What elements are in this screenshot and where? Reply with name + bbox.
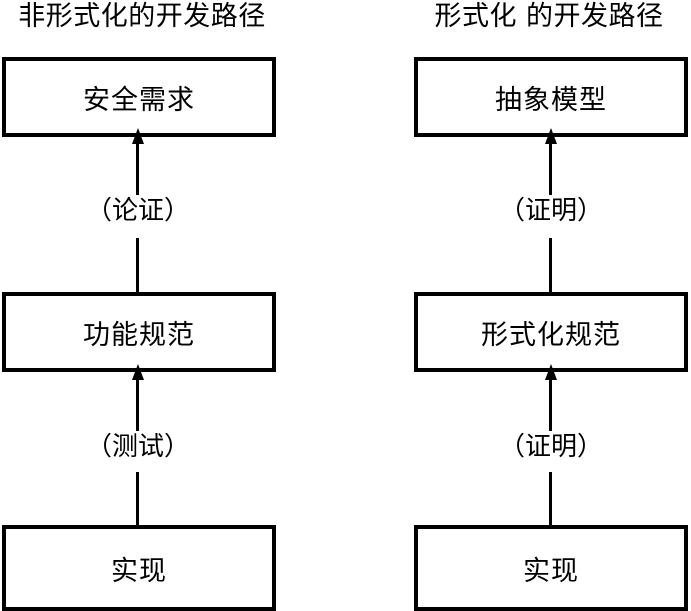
node-label: 实现 [111, 555, 167, 587]
node-label: 抽象模型 [495, 84, 607, 116]
arrow-impl-to-funcspec-upper [136, 377, 139, 431]
node-box-abstract-model[interactable]: 抽象模型 [414, 57, 688, 137]
edge-label-formalspec-to-absmodel: （证明） [498, 196, 603, 226]
node-label: 形式化规范 [481, 319, 621, 351]
arrow-impl-to-funcspec-lower [136, 472, 139, 527]
node-label: 安全需求 [83, 84, 195, 116]
node-box-implementation-informal[interactable]: 实现 [2, 525, 276, 611]
arrow-impl-to-formalspec-lower [549, 472, 552, 527]
column-title-informal: 非形式化的开发路径 [18, 1, 266, 32]
node-box-functional-specification[interactable]: 功能规范 [2, 292, 276, 372]
arrow-formalspec-to-absmodel-lower [549, 238, 552, 294]
edge-label-impl-to-formalspec: （证明） [498, 432, 603, 462]
node-box-formal-specification[interactable]: 形式化规范 [414, 292, 688, 372]
edge-label-funcspec-to-secreq: （论证） [85, 196, 190, 226]
arrow-funcspec-to-secreq-upper [136, 141, 139, 195]
node-label: 功能规范 [83, 319, 195, 351]
column-title-formal: 形式化 的开发路径 [434, 1, 664, 32]
node-label: 实现 [523, 555, 579, 587]
edge-label-impl-to-funcspec: （测试） [85, 432, 190, 462]
node-box-security-requirements[interactable]: 安全需求 [2, 57, 276, 137]
node-box-implementation-formal[interactable]: 实现 [414, 525, 688, 611]
arrow-formalspec-to-absmodel-upper [549, 141, 552, 195]
arrow-funcspec-to-secreq-lower [136, 238, 139, 294]
arrow-impl-to-formalspec-upper [549, 377, 552, 431]
